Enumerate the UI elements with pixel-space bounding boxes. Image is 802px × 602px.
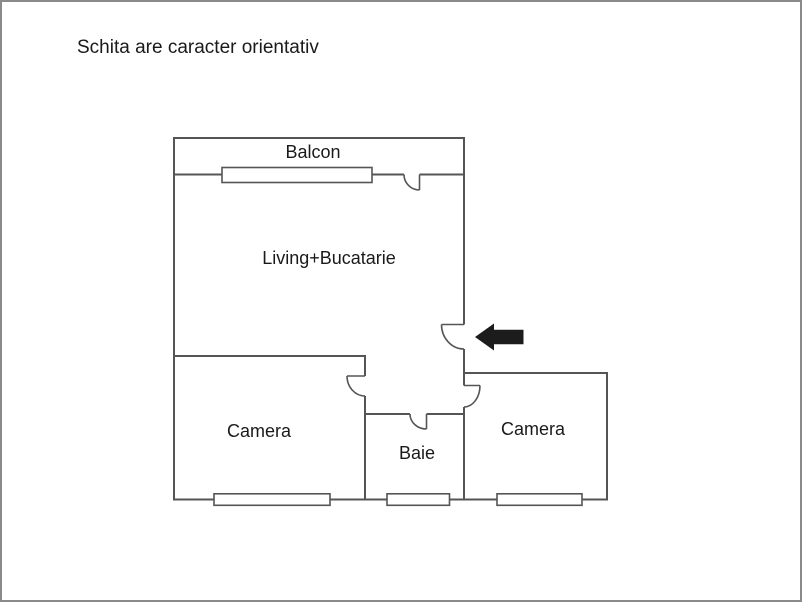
- room-label-baie: Baie: [399, 443, 435, 463]
- room-label-camera-right: Camera: [501, 419, 566, 439]
- camera-right-window: [496, 492, 583, 507]
- entrance-arrow-left-icon: [475, 323, 524, 351]
- balcony-window: [221, 166, 373, 184]
- baie-door: [409, 413, 428, 430]
- camera-left-window: [213, 492, 331, 507]
- baie-window: [386, 492, 451, 507]
- outer-walls: [173, 137, 608, 501]
- entrance-door: [440, 323, 465, 350]
- camera-right-door: [463, 384, 481, 408]
- room-label-camera-left: Camera: [227, 421, 292, 441]
- balcony-door: [403, 174, 421, 191]
- room-label-balcon: Balcon: [285, 142, 340, 162]
- page-title: Schita are caracter orientativ: [77, 37, 319, 58]
- camera-left-door: [346, 375, 366, 397]
- room-label-living-bucatarie: Living+Bucatarie: [262, 248, 396, 268]
